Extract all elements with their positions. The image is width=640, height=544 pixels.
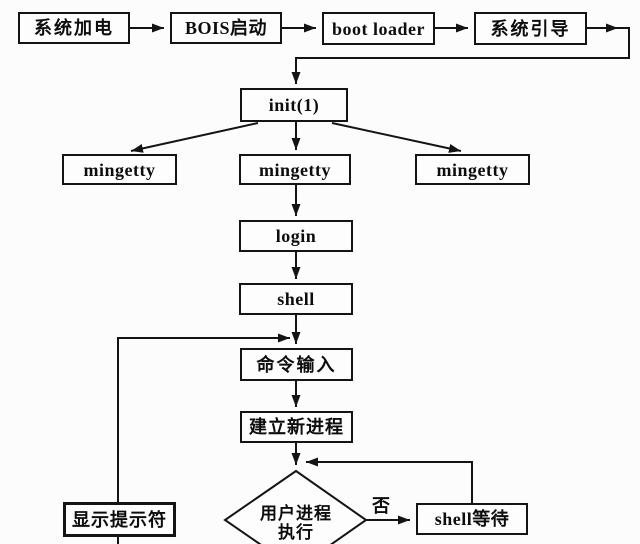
node-boot-loader: boot loader [322,12,435,45]
node-init: init(1) [240,88,348,122]
node-mingetty-right: mingetty [415,154,530,185]
node-command-input: 命令输入 [240,348,353,381]
node-shell: shell [239,283,353,315]
arrow-init-to-mingetty-right [331,122,462,153]
node-shell-wait: shell等待 [416,503,528,535]
node-system-power-on: 系统加电 [18,12,130,44]
connector-prompt-feedback [117,333,290,502]
node-system-boot: 系统引导 [474,12,587,45]
node-create-new-process: 建立新进程 [240,411,353,443]
decision-diamond [223,469,368,544]
arrow-init-to-mingetty-left [130,122,259,153]
connector-sysboot-to-init [291,27,630,84]
node-show-prompt: 显示提示符 [63,502,176,537]
node-login: login [239,220,353,252]
connector-shellwait-feedback [306,457,473,503]
node-mingetty-left: mingetty [62,154,177,185]
decision-no-label: 否 [372,496,390,516]
node-bios-start: BOIS启动 [170,12,282,44]
decision-label-line2: 执行 [278,523,314,542]
decision-label-line1: 用户进程 [260,504,332,523]
node-mingetty-middle: mingetty [239,154,351,185]
